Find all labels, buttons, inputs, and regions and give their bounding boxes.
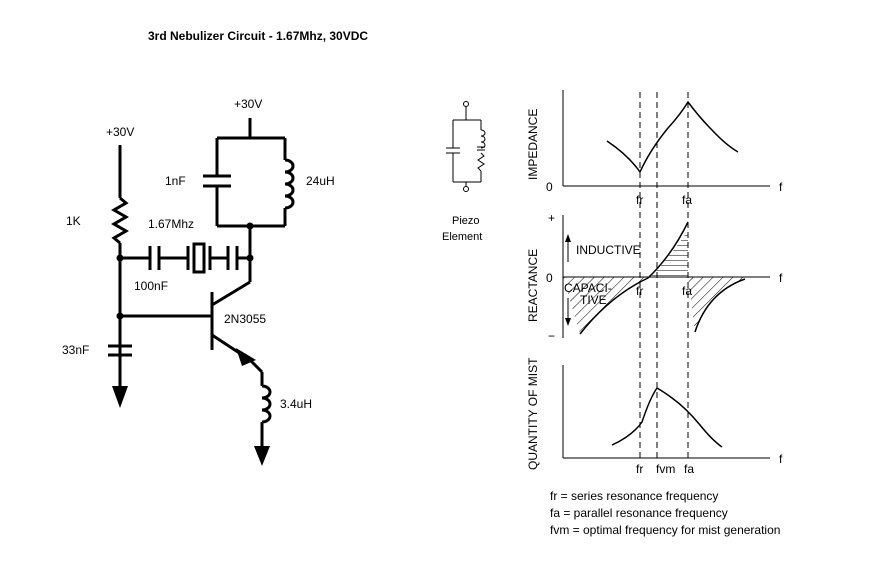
reactance-curve-left xyxy=(579,221,689,335)
inductor-24uh xyxy=(284,158,295,210)
reactance-axis-label: REACTANCE xyxy=(526,249,540,322)
ground-arrow-right xyxy=(254,446,270,466)
legend-fr: fr = series resonance frequency xyxy=(550,489,718,503)
impedance-zero: 0 xyxy=(546,180,553,194)
reactance-capacitive-label-2: TIVE xyxy=(580,293,607,307)
supply-label-top: +30V xyxy=(234,97,262,111)
capacitor-1nf-label: 1nF xyxy=(165,174,186,188)
oscillator-circuit xyxy=(108,118,295,446)
inductor-3-4uh xyxy=(261,384,272,424)
reactance-fr: fr xyxy=(636,284,643,298)
mist-axis-label: QUANTITY OF MIST xyxy=(526,357,540,470)
reactance-graph xyxy=(562,215,770,338)
impedance-fa: fa xyxy=(682,193,692,207)
impedance-axis-label: IMPEDANCE xyxy=(526,109,540,180)
crystal-label: 1.67Mhz xyxy=(148,217,194,231)
piezo-label-line2: Element xyxy=(442,231,482,243)
reactance-capacitive-label-1: CAPACI- xyxy=(564,281,612,295)
reactance-f: f xyxy=(779,271,783,285)
reactance-plus: + xyxy=(548,211,555,225)
resistor-label: 1K xyxy=(66,214,81,228)
junction-dot xyxy=(246,222,254,230)
reactance-zero: 0 xyxy=(546,271,553,285)
page-title: 3rd Nebulizer Circuit - 1.67Mhz, 30VDC xyxy=(148,29,368,43)
impedance-fr: fr xyxy=(636,193,643,207)
emitter-arrow xyxy=(236,348,256,366)
legend-fvm: fvm = optimal frequency for mist generat… xyxy=(550,523,780,537)
piezo-element-symbol xyxy=(446,101,486,192)
reactance-fa: fa xyxy=(682,284,692,298)
ground-arrow-left xyxy=(112,386,128,408)
inductor-3-4uh-label: 3.4uH xyxy=(280,397,312,411)
reactance-curve-right xyxy=(694,278,746,333)
capacitive-region-left xyxy=(563,277,648,334)
capacitor-100nf-label: 100nF xyxy=(134,279,168,293)
junction-dot xyxy=(116,254,124,262)
reactance-minus: − xyxy=(548,329,555,343)
impedance-curve xyxy=(606,100,739,174)
mist-fr: fr xyxy=(636,462,643,476)
mist-graph xyxy=(562,365,770,459)
capacitive-region-right xyxy=(688,277,745,332)
capacitor-33nf-label: 33nF xyxy=(62,343,89,357)
piezo-label-line1: Piezo xyxy=(452,215,480,227)
supply-label-left: +30V xyxy=(106,125,134,139)
mist-fvm: fvm xyxy=(656,462,675,476)
reactance-inductive-label: INDUCTIVE xyxy=(576,243,641,257)
inductor-24uh-label: 24uH xyxy=(306,174,335,188)
resistor-1k xyxy=(111,196,129,245)
mist-f: f xyxy=(779,452,783,466)
junction-dot xyxy=(246,254,254,262)
mist-curve xyxy=(611,387,723,448)
impedance-graph xyxy=(562,90,770,187)
legend-fa: fa = parallel resonance frequency xyxy=(550,506,728,520)
mist-fa: fa xyxy=(684,462,694,476)
impedance-f: f xyxy=(779,180,783,194)
transistor-label: 2N3055 xyxy=(224,312,266,326)
crystal-1-67mhz xyxy=(192,242,206,274)
junction-dot xyxy=(116,312,124,320)
inductive-region xyxy=(648,230,688,277)
